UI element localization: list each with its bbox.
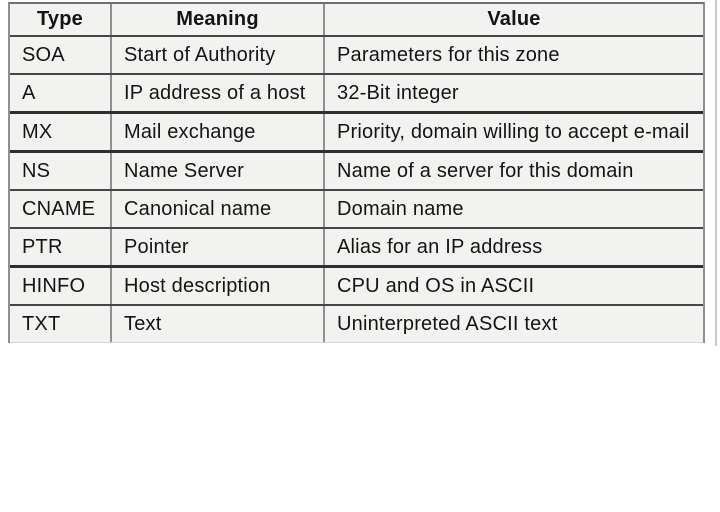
cell-record-value: Priority, domain willing to accept e-mai… [323, 114, 703, 150]
table-row: TXT Text Uninterpreted ASCII text [10, 306, 703, 343]
table-body: SOA Start of Authority Parameters for th… [10, 37, 703, 343]
table-row: NS Name Server Name of a server for this… [10, 153, 703, 191]
cell-record-meaning: Mail exchange [110, 114, 323, 150]
cell-record-meaning: Pointer [110, 229, 323, 265]
column-header-meaning: Meaning [110, 4, 323, 35]
table-row: HINFO Host description CPU and OS in ASC… [10, 268, 703, 306]
cell-record-value: Name of a server for this domain [323, 153, 703, 189]
cell-record-meaning: Canonical name [110, 191, 323, 227]
cell-record-type: TXT [10, 306, 110, 342]
cell-record-type: MX [10, 114, 110, 150]
cell-record-type: PTR [10, 229, 110, 265]
cell-record-type: HINFO [10, 268, 110, 304]
cell-record-type: NS [10, 153, 110, 189]
cell-record-type: CNAME [10, 191, 110, 227]
column-header-value: Value [323, 4, 703, 35]
table-header-row: Type Meaning Value [10, 4, 703, 37]
cell-record-value: Uninterpreted ASCII text [323, 306, 703, 342]
page-edge-line [715, 0, 717, 346]
table-row: PTR Pointer Alias for an IP address [10, 229, 703, 268]
table-row: MX Mail exchange Priority, domain willin… [10, 114, 703, 153]
table-row: CNAME Canonical name Domain name [10, 191, 703, 229]
dns-record-types-table: Type Meaning Value SOA Start of Authorit… [8, 2, 705, 343]
cell-record-value: CPU and OS in ASCII [323, 268, 703, 304]
cell-record-meaning: IP address of a host [110, 75, 323, 111]
cell-record-value: Alias for an IP address [323, 229, 703, 265]
cell-record-meaning: Start of Authority [110, 37, 323, 73]
cell-record-value: Parameters for this zone [323, 37, 703, 73]
table-row: A IP address of a host 32-Bit integer [10, 75, 703, 114]
cell-record-meaning: Name Server [110, 153, 323, 189]
cell-record-type: SOA [10, 37, 110, 73]
table-row: SOA Start of Authority Parameters for th… [10, 37, 703, 75]
cell-record-value: Domain name [323, 191, 703, 227]
cell-record-type: A [10, 75, 110, 111]
cell-record-meaning: Text [110, 306, 323, 342]
cell-record-value: 32-Bit integer [323, 75, 703, 111]
cell-record-meaning: Host description [110, 268, 323, 304]
column-header-type: Type [10, 4, 110, 35]
